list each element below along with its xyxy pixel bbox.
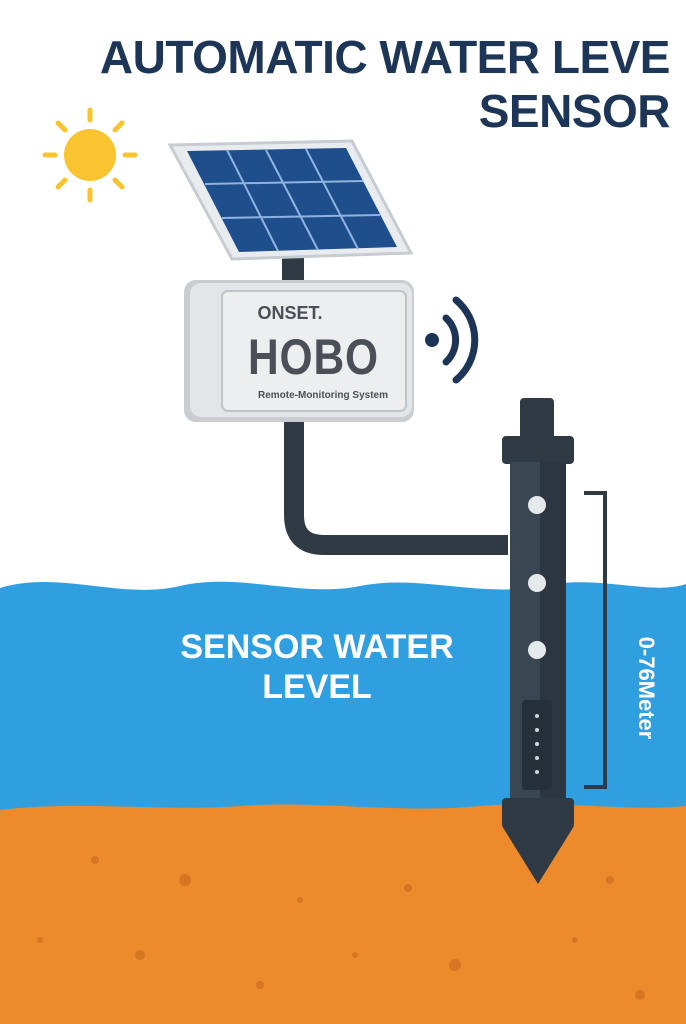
soil-speckles [37, 856, 645, 1000]
water-label-line-2: LEVEL [262, 668, 372, 706]
connection-cable [284, 420, 508, 555]
data-logger-box [184, 280, 414, 422]
soil-ground [0, 804, 686, 1024]
device-subtitle-label: Remote-Monitoring System [257, 390, 388, 401]
sun-icon [42, 107, 138, 203]
water-label-line-1: SENSOR WATER [180, 628, 454, 666]
device-brand-label: ONSET. [257, 303, 323, 323]
solar-panel-icon [167, 139, 414, 261]
title-line-1: AUTOMATIC WATER LEVE [99, 31, 671, 83]
panel-mast [282, 258, 304, 284]
range-bracket [584, 491, 607, 789]
device-model-label: HOBO [248, 329, 379, 385]
title-line-2: SENSOR [478, 85, 671, 137]
range-label: 0-76Meter [634, 636, 659, 740]
wireless-signal-icon [425, 296, 479, 384]
water-level-sensor-probe [502, 398, 574, 884]
